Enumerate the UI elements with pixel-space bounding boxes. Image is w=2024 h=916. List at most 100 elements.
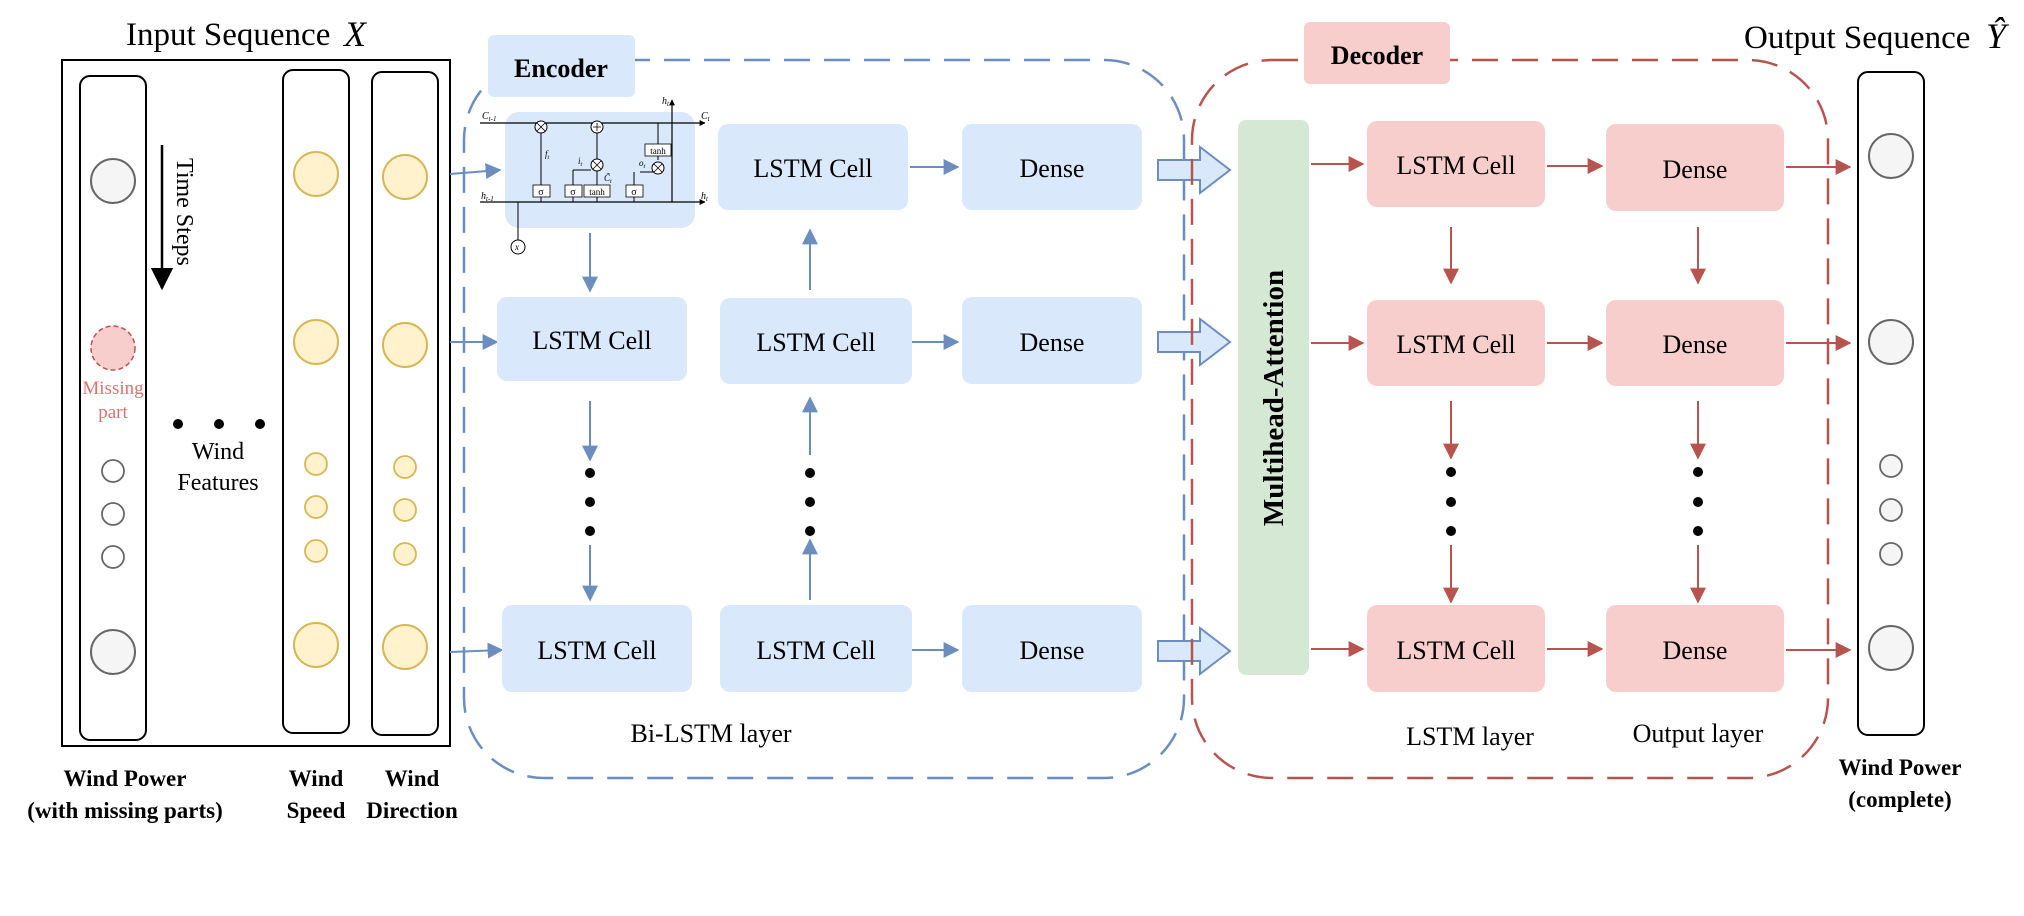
speed-circle — [293, 319, 339, 365]
output-section: Output Sequence Ŷ Wind Power (complete) — [1744, 16, 2010, 812]
sigma-gate: σ — [570, 187, 576, 198]
wind-speed-column — [282, 69, 350, 734]
output-caption: Wind Power — [1839, 755, 1962, 780]
multihead-attention — [1238, 120, 1309, 675]
input-frame — [61, 59, 451, 747]
output-circle-small — [1879, 498, 1903, 522]
missing-circle — [90, 325, 136, 371]
speed-circle-small — [304, 539, 328, 563]
output-circle-small — [1879, 542, 1903, 566]
encoder-lstm-cell — [718, 124, 908, 210]
direction-circle-small — [393, 455, 417, 479]
output-circle — [1868, 133, 1914, 179]
ellipsis-dot — [1693, 467, 1703, 477]
encoder-dense-label: Dense — [1020, 636, 1085, 665]
speed-circle-small — [304, 452, 328, 476]
decoder-dense — [1606, 605, 1784, 692]
h-top-label: ht — [662, 96, 670, 108]
direction-circle — [382, 154, 428, 200]
h-prev-label: ht-1 — [481, 191, 494, 203]
features-label-2: Features — [177, 470, 258, 496]
encoder-lstm-cell-label: LSTM Cell — [537, 636, 656, 665]
sigma-gate: σ — [538, 187, 544, 198]
missing-label-2: part — [98, 402, 128, 423]
power-circle-small — [101, 459, 125, 483]
output-column — [1857, 71, 1925, 736]
input-section: Input Sequence X Missing part Time Steps… — [27, 14, 504, 823]
tanh-gate: tanh — [650, 146, 666, 156]
encoder-region — [462, 58, 1186, 780]
ellipsis-dot — [214, 419, 224, 429]
encoder-lstm-cell-label: LSTM Cell — [753, 154, 872, 183]
encoder-lstm-cell — [720, 605, 912, 692]
ellipsis-dot — [1446, 526, 1456, 536]
output-title: Output Sequence — [1744, 20, 1970, 56]
encoder-dense — [962, 297, 1142, 384]
i-gate-label: it — [578, 156, 583, 168]
sigma-gate: σ — [631, 187, 637, 198]
c-prev-label: Ct-1 — [482, 111, 496, 123]
output-circle — [1868, 319, 1914, 365]
wind-direction-column — [371, 71, 439, 736]
decoder-dense — [1606, 300, 1784, 386]
ellipsis-dot — [1446, 497, 1456, 507]
decoder-dense — [1606, 124, 1784, 211]
decoder-dense-label: Dense — [1663, 155, 1728, 184]
power-circle-small — [101, 545, 125, 569]
direction-circle — [382, 624, 428, 670]
ellipsis-dot — [1446, 467, 1456, 477]
output-layer-label: Output layer — [1633, 719, 1764, 748]
encoder-title-box — [488, 35, 635, 97]
f-gate-label: ft — [545, 149, 550, 161]
direction-circle-small — [393, 498, 417, 522]
encoder-lstm-cell — [502, 605, 692, 692]
wind-power-column — [79, 75, 147, 741]
encoder-lstm-cell — [720, 298, 912, 384]
ellipsis-dot — [805, 468, 815, 478]
decoder-dense-label: Dense — [1663, 330, 1728, 359]
decoder-region — [1190, 58, 1830, 780]
bi-lstm-layer-label: Bi-LSTM layer — [630, 719, 791, 748]
col-speed-caption: Wind — [289, 766, 344, 791]
output-caption-2: (complete) — [1848, 787, 1951, 812]
ellipsis-dot — [585, 468, 595, 478]
block-arrow — [1157, 144, 1232, 196]
x-input-label: x — [514, 242, 519, 252]
tanh-gate: tanh — [589, 187, 605, 197]
ellipsis-dot — [255, 419, 265, 429]
h-next-label: ht — [701, 191, 709, 203]
ellipsis-dot — [1693, 526, 1703, 536]
output-symbol: Ŷ — [1986, 16, 2010, 56]
direction-circle-small — [393, 542, 417, 566]
encoder-lstm-cell-label: LSTM Cell — [756, 636, 875, 665]
ellipsis-dot — [585, 497, 595, 507]
encoder-lstm-cell-label: LSTM Cell — [532, 326, 651, 355]
decoder-lstm-cell — [1367, 121, 1545, 207]
features-label: Wind — [192, 439, 244, 465]
decoder-dense-label: Dense — [1663, 636, 1728, 665]
power-circle — [90, 158, 136, 204]
c-next-label: Ct — [701, 111, 711, 123]
ellipsis-dot — [1693, 497, 1703, 507]
power-circle — [90, 629, 136, 675]
input-arrow — [449, 163, 502, 180]
encoder-dense — [962, 124, 1142, 210]
ellipsis-dot — [585, 526, 595, 536]
decoder-title: Decoder — [1331, 41, 1423, 70]
input-title: Input Sequence — [126, 17, 330, 53]
col-power-caption: Wind Power — [64, 766, 187, 791]
o-gate-label: ot — [639, 158, 646, 170]
missing-label: Missing — [82, 378, 144, 399]
c-tilde-label: C̃t — [604, 173, 612, 185]
power-circle-small — [101, 502, 125, 526]
decoder-lstm-cell — [1367, 300, 1545, 386]
output-circle-small — [1879, 454, 1903, 478]
decoder-lstm-cell-label: LSTM Cell — [1396, 151, 1515, 180]
input-arrow — [449, 642, 504, 659]
output-circle — [1868, 625, 1914, 671]
speed-circle — [293, 151, 339, 197]
decoder-title-box — [1304, 22, 1450, 84]
block-arrow — [1157, 625, 1232, 677]
block-arrow — [1157, 316, 1232, 368]
